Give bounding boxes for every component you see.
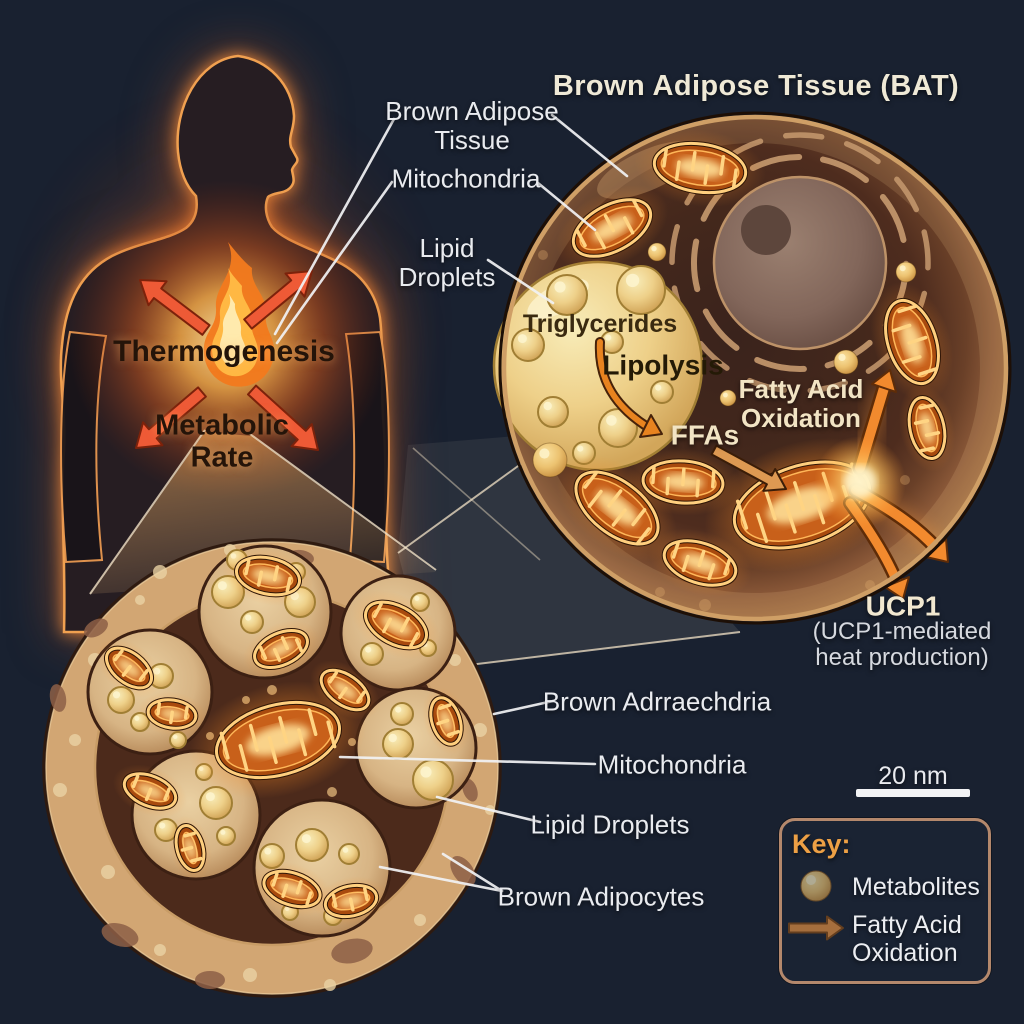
- nucleus: [669, 132, 931, 394]
- nucleolus: [741, 205, 791, 255]
- bat-cell-diagram: [492, 111, 1012, 625]
- lipid-droplet-icon: [650, 380, 674, 404]
- mitochondrion-icon: [168, 815, 212, 881]
- key-title: Key:: [792, 829, 851, 859]
- tissue-callout-lipid-droplets: Lipid Droplets: [530, 809, 690, 840]
- mitochondrion-icon: [351, 590, 441, 660]
- tissue-callout-brown-adrraechdria: Brown Adrraechdria: [542, 686, 772, 717]
- ucp1-label: UCP1: [865, 590, 941, 622]
- callout-leader-lines: [273, 113, 629, 893]
- arrow-icon: [247, 384, 319, 451]
- key-box: [779, 818, 991, 984]
- lipid-droplet-icon: [240, 610, 264, 634]
- arrow-icon: [710, 444, 787, 492]
- lipid-droplet-icon: [546, 274, 588, 316]
- ffa-to-mitochondrion-arrow: [710, 444, 787, 492]
- lipid-droplet-icon: [537, 396, 569, 428]
- mitochondrion-icon: [112, 764, 188, 818]
- metabolic-rate-label: Metabolic Rate: [155, 409, 289, 474]
- tissue-callout-brown-adipocytes: Brown Adipocytes: [497, 881, 705, 912]
- fatty-acid-oxidation-label: Fatty Acid Oxidation: [738, 373, 864, 433]
- scale-bar: [856, 789, 970, 797]
- metabolite-dots: [532, 242, 917, 478]
- mitochondrion-icon: [310, 660, 380, 720]
- key-icons: [788, 870, 844, 941]
- mitochondrion-icon: [898, 383, 956, 473]
- flame-icon: [203, 242, 275, 387]
- ucp1-subtitle: (UCP1-mediated heat production): [812, 618, 992, 671]
- callout-brown-adipose-tissue: Brown Adipose Tissue: [385, 95, 559, 155]
- mitochondrion-icon: [96, 638, 162, 698]
- arrow-icon: [788, 915, 844, 941]
- lipid-droplet-icon: [511, 328, 545, 362]
- mitochondrion-icon: [634, 128, 766, 208]
- lipolysis-arrow: [594, 337, 663, 438]
- triglyceride-droplets: [511, 265, 674, 465]
- mitochondrion-icon: [314, 876, 388, 926]
- cluster-mitochondria: [96, 546, 470, 926]
- lipid-droplet-icon: [412, 759, 454, 801]
- thermogenesis-arrows: [135, 270, 319, 451]
- arrow-icon: [135, 386, 207, 449]
- key-item-fatty-acid-oxidation: Fatty Acid Oxidation: [852, 911, 962, 967]
- lipolysis-label: Lipolysis: [602, 349, 724, 381]
- mitochondrion-icon: [242, 620, 320, 678]
- triglycerides-label: Triglycerides: [522, 310, 678, 338]
- page-title: Brown Adipose Tissue (BAT): [552, 69, 960, 102]
- tissue-callout-mitochondria: Mitochondria: [597, 749, 747, 780]
- fatty-acid-arrow-icon: [788, 915, 844, 941]
- metabolite-dot: [895, 261, 917, 283]
- mitochondrion-icon: [137, 691, 207, 737]
- adipocyte-cluster-diagram: [42, 538, 502, 998]
- mitochondrion-icon: [422, 687, 470, 755]
- ffas-label: FFAs: [670, 419, 740, 451]
- callout-lipid-droplets: Lipid Droplets: [398, 232, 496, 292]
- mitochondrion-icon: [189, 681, 367, 799]
- thermogenesis-label: Thermogenesis: [113, 335, 335, 369]
- metabolite-dot: [833, 349, 859, 375]
- lipid-droplet-icon: [338, 843, 360, 865]
- lipid-droplet-icon: [295, 828, 329, 862]
- metabolite-dot: [719, 389, 737, 407]
- lipid-droplet-icon: [390, 702, 414, 726]
- key-item-metabolites: Metabolites: [852, 873, 980, 901]
- mitochondrion-icon: [222, 546, 314, 606]
- lipid-droplet-icon: [199, 786, 233, 820]
- arrow-icon: [139, 279, 211, 336]
- metabolite-dot: [647, 242, 667, 262]
- lipid-droplet-icon: [616, 265, 666, 315]
- scale-bar-label: 20 nm: [878, 762, 948, 790]
- lipid-droplet-icon: [598, 408, 638, 448]
- lipid-droplet-icon: [216, 826, 236, 846]
- metabolite-dot: [532, 442, 568, 478]
- cell-membrane: [501, 114, 1009, 622]
- lipid-droplet-icon: [382, 728, 414, 760]
- mitochondrion-icon: [251, 861, 333, 917]
- mitochondrion-icon: [555, 184, 669, 272]
- callout-mitochondria: Mitochondria: [391, 163, 541, 194]
